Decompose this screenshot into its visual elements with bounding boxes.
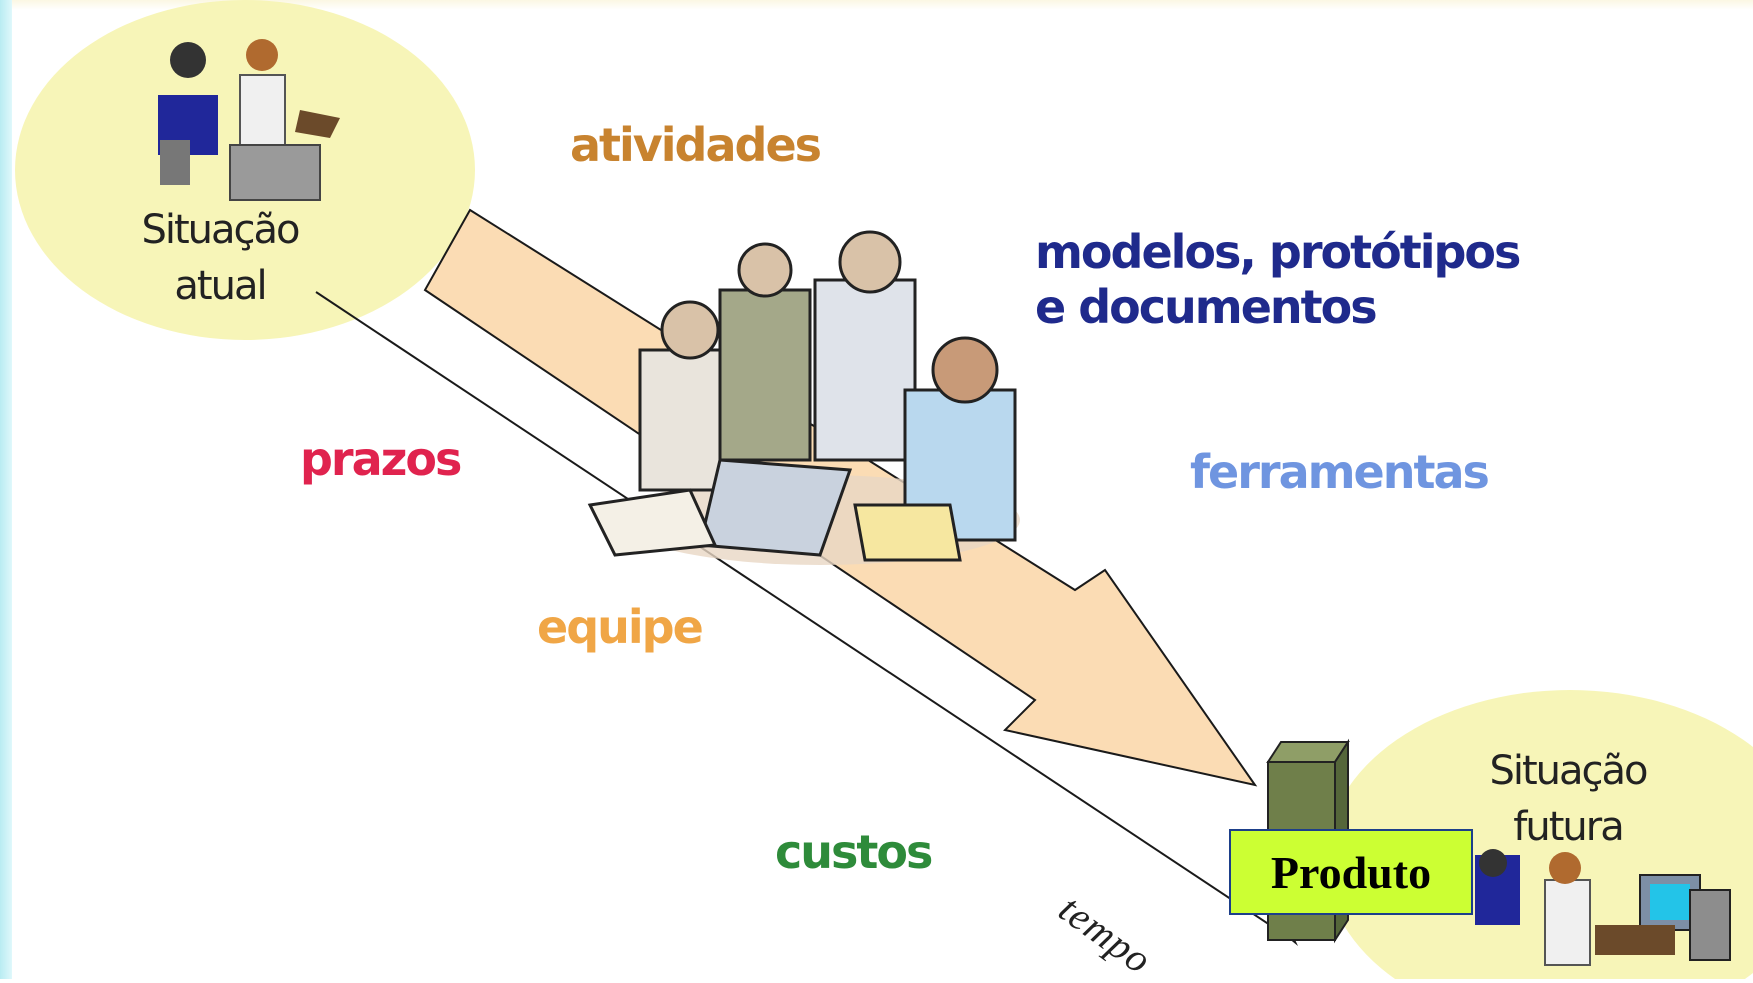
produto-box: Produto — [1229, 829, 1473, 915]
label-ferramentas: ferramentas — [1190, 445, 1490, 499]
situacao-futura-label: Situação futura — [1448, 743, 1688, 855]
situacao-atual-label: Situação atual — [100, 202, 340, 314]
label-custos: custos — [775, 825, 933, 879]
left-edge-strip — [0, 0, 12, 979]
top-band — [12, 0, 1753, 10]
label-modelos-line1: modelos, protótipos — [1035, 225, 1521, 279]
team-meeting-icon — [587, 230, 1020, 565]
label-atividades: atividades — [570, 118, 822, 172]
people-at-desk-icon — [158, 39, 340, 201]
label-equipe: equipe — [537, 600, 704, 654]
label-modelos-line2: e documentos — [1035, 280, 1378, 334]
tempo-axis-line — [315, 291, 1286, 936]
situacao-futura-line2: futura — [1513, 804, 1624, 850]
situacao-futura-line1: Situação — [1489, 748, 1648, 794]
situacao-atual-line1: Situação — [141, 207, 300, 253]
people-at-computers-icon — [1475, 849, 1731, 966]
produto-label: Produto — [1270, 846, 1432, 898]
label-prazos: prazos — [300, 432, 462, 486]
situacao-atual-line2: atual — [174, 263, 267, 309]
